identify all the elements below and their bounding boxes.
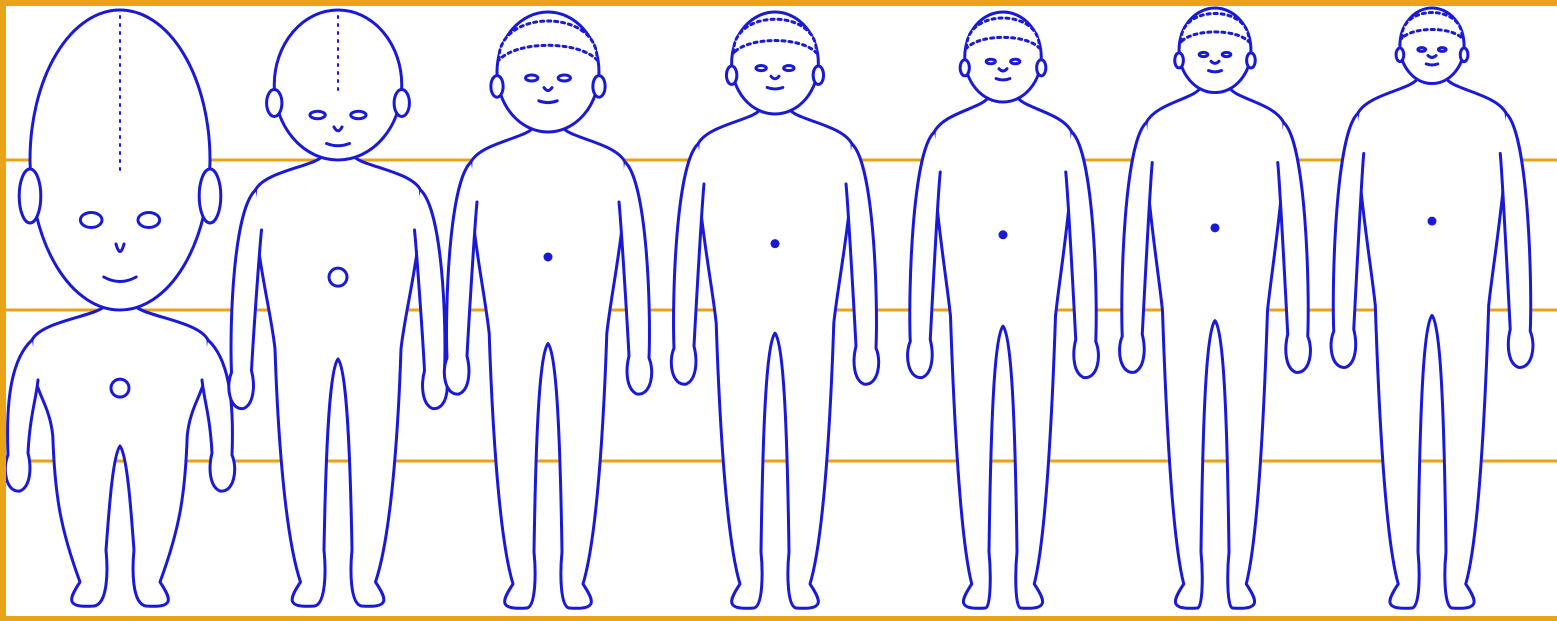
right-ear	[1037, 60, 1046, 76]
right-eye	[558, 75, 570, 81]
figures-group	[5, 8, 1533, 608]
left-ear	[491, 76, 503, 98]
right-ear	[1247, 53, 1256, 68]
navel	[545, 254, 551, 260]
navel	[329, 268, 347, 286]
left-eye	[986, 59, 995, 64]
right-arm	[1500, 114, 1533, 368]
left-ear	[726, 66, 736, 84]
body-outline	[934, 96, 1073, 608]
figure-newborn	[229, 10, 447, 606]
right-ear	[1460, 48, 1468, 62]
body-outline	[1357, 78, 1507, 609]
left-eye	[310, 111, 325, 119]
left-ear	[1396, 48, 1404, 62]
body-outline	[1146, 87, 1285, 609]
mouth	[1209, 71, 1222, 72]
left-arm	[671, 144, 704, 384]
right-ear	[394, 90, 409, 117]
left-eye	[756, 66, 766, 71]
navel	[111, 379, 129, 397]
navel	[1000, 232, 1006, 238]
right-eye	[351, 111, 366, 119]
left-eye	[1199, 52, 1208, 56]
left-arm	[229, 190, 262, 409]
right-eye	[1438, 48, 1446, 52]
left-ear	[267, 90, 282, 117]
left-arm	[444, 162, 477, 394]
right-ear	[593, 76, 605, 98]
body-outline	[255, 154, 421, 606]
right-arm	[415, 190, 448, 409]
right-ear	[199, 169, 221, 223]
left-arm	[5, 340, 38, 491]
right-arm	[619, 162, 652, 394]
left-ear	[960, 60, 969, 76]
navel	[1212, 225, 1218, 231]
left-eye	[1418, 48, 1426, 52]
right-eye	[784, 66, 794, 71]
left-arm	[1331, 114, 1364, 368]
right-ear	[813, 66, 823, 84]
right-eye	[1222, 52, 1231, 56]
right-arm	[846, 144, 879, 384]
left-ear	[1175, 53, 1184, 68]
right-eye	[1011, 59, 1020, 64]
left-eye	[526, 75, 538, 81]
right-eye	[138, 213, 160, 228]
mouth	[996, 79, 1010, 80]
mouth	[767, 87, 783, 89]
left-ear	[19, 169, 41, 223]
figure-teen-15yr	[1120, 8, 1311, 608]
mouth	[1426, 64, 1438, 65]
left-eye	[80, 213, 102, 228]
body-outline	[697, 108, 852, 608]
left-arm	[908, 132, 941, 378]
figure-adult-25yr	[1331, 8, 1533, 608]
figure-fetus	[5, 10, 234, 606]
right-arm	[1066, 132, 1099, 378]
navel	[1429, 218, 1435, 224]
navel	[772, 241, 778, 247]
body-outline	[470, 126, 625, 608]
body-outline	[31, 304, 208, 606]
